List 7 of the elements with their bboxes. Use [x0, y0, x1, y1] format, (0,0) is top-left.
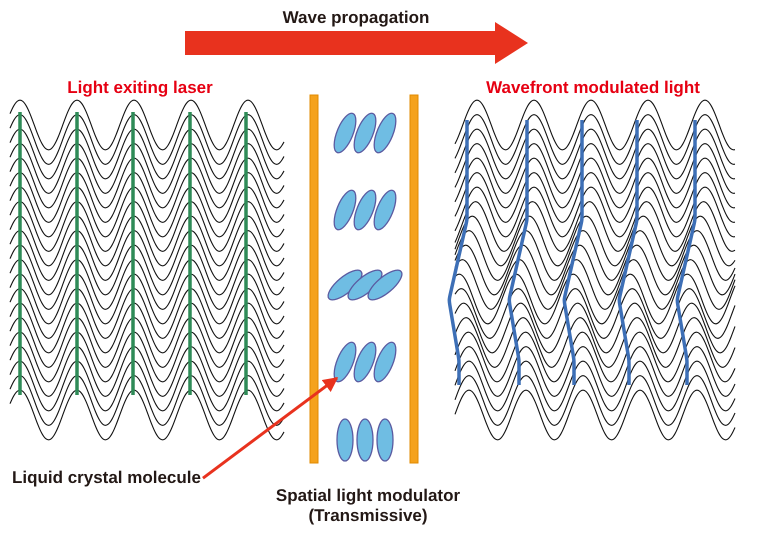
callout-text: Liquid crystal molecule: [12, 468, 201, 488]
heading-label: Wavefront modulated light: [486, 78, 700, 98]
heading-label: Light exiting laser: [67, 78, 213, 98]
heading-label: Spatial light modulator (Transmissive): [274, 486, 462, 527]
liquid-crystal-ellipse: [334, 342, 356, 382]
leader-arrow: [202, 376, 338, 480]
heading-label: Wave propagation: [282, 8, 430, 28]
